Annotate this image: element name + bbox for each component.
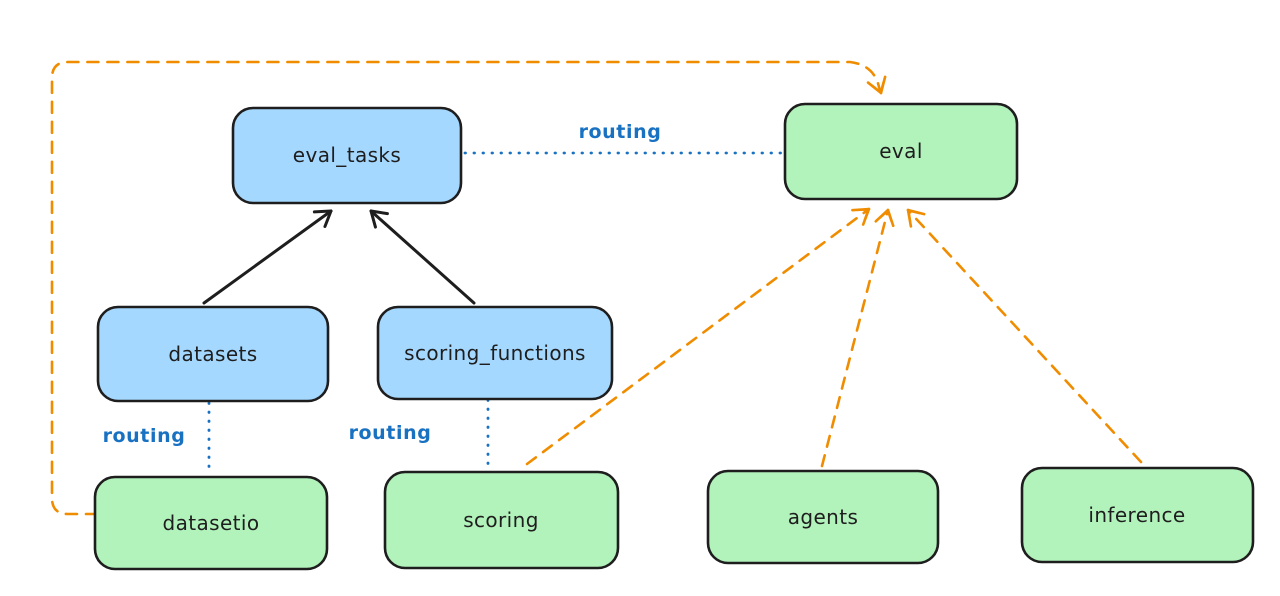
node-eval: eval: [783, 102, 1019, 201]
node-agents-box: [706, 469, 940, 565]
node-agents-label: agents: [788, 505, 859, 529]
node-scoring-functions-box: [376, 305, 614, 401]
node-eval-tasks-label: eval_tasks: [293, 143, 401, 167]
node-datasets-label: datasets: [168, 342, 257, 366]
node-eval-tasks-box: [231, 106, 463, 205]
node-scoring-label: scoring: [463, 508, 539, 532]
edge-label-routing-scoring: routing: [349, 422, 432, 444]
edge-label-routing-datasets: routing: [103, 425, 186, 447]
node-scoring-functions: scoring_functions: [376, 305, 614, 401]
node-eval-tasks: eval_tasks: [231, 106, 463, 205]
node-eval-label: eval: [879, 139, 923, 163]
node-agents: agents: [706, 469, 940, 565]
node-scoring-box: [383, 470, 620, 570]
node-datasetio: datasetio: [93, 475, 329, 571]
node-inference-box: [1020, 466, 1255, 564]
edge-datasetio-to-eval: [50, 60, 887, 516]
node-eval-box: [783, 102, 1019, 201]
node-inference: inference: [1020, 466, 1255, 564]
node-datasets-box: [96, 305, 330, 403]
edge-label-routing-top: routing: [579, 121, 662, 143]
edge-scoring-functions-to-eval-tasks: [369, 209, 476, 305]
edge-datasets-to-eval-tasks: [202, 209, 333, 305]
edge-scoring-to-eval: [525, 207, 871, 466]
node-datasetio-label: datasetio: [162, 511, 259, 535]
node-scoring-functions-label: scoring_functions: [404, 341, 586, 365]
edge-agents-to-eval: [820, 208, 895, 468]
node-datasets: datasets: [96, 305, 330, 403]
node-scoring: scoring: [383, 470, 620, 570]
node-datasetio-box: [93, 475, 329, 571]
node-inference-label: inference: [1088, 503, 1185, 527]
edge-inference-to-eval: [906, 208, 1143, 464]
